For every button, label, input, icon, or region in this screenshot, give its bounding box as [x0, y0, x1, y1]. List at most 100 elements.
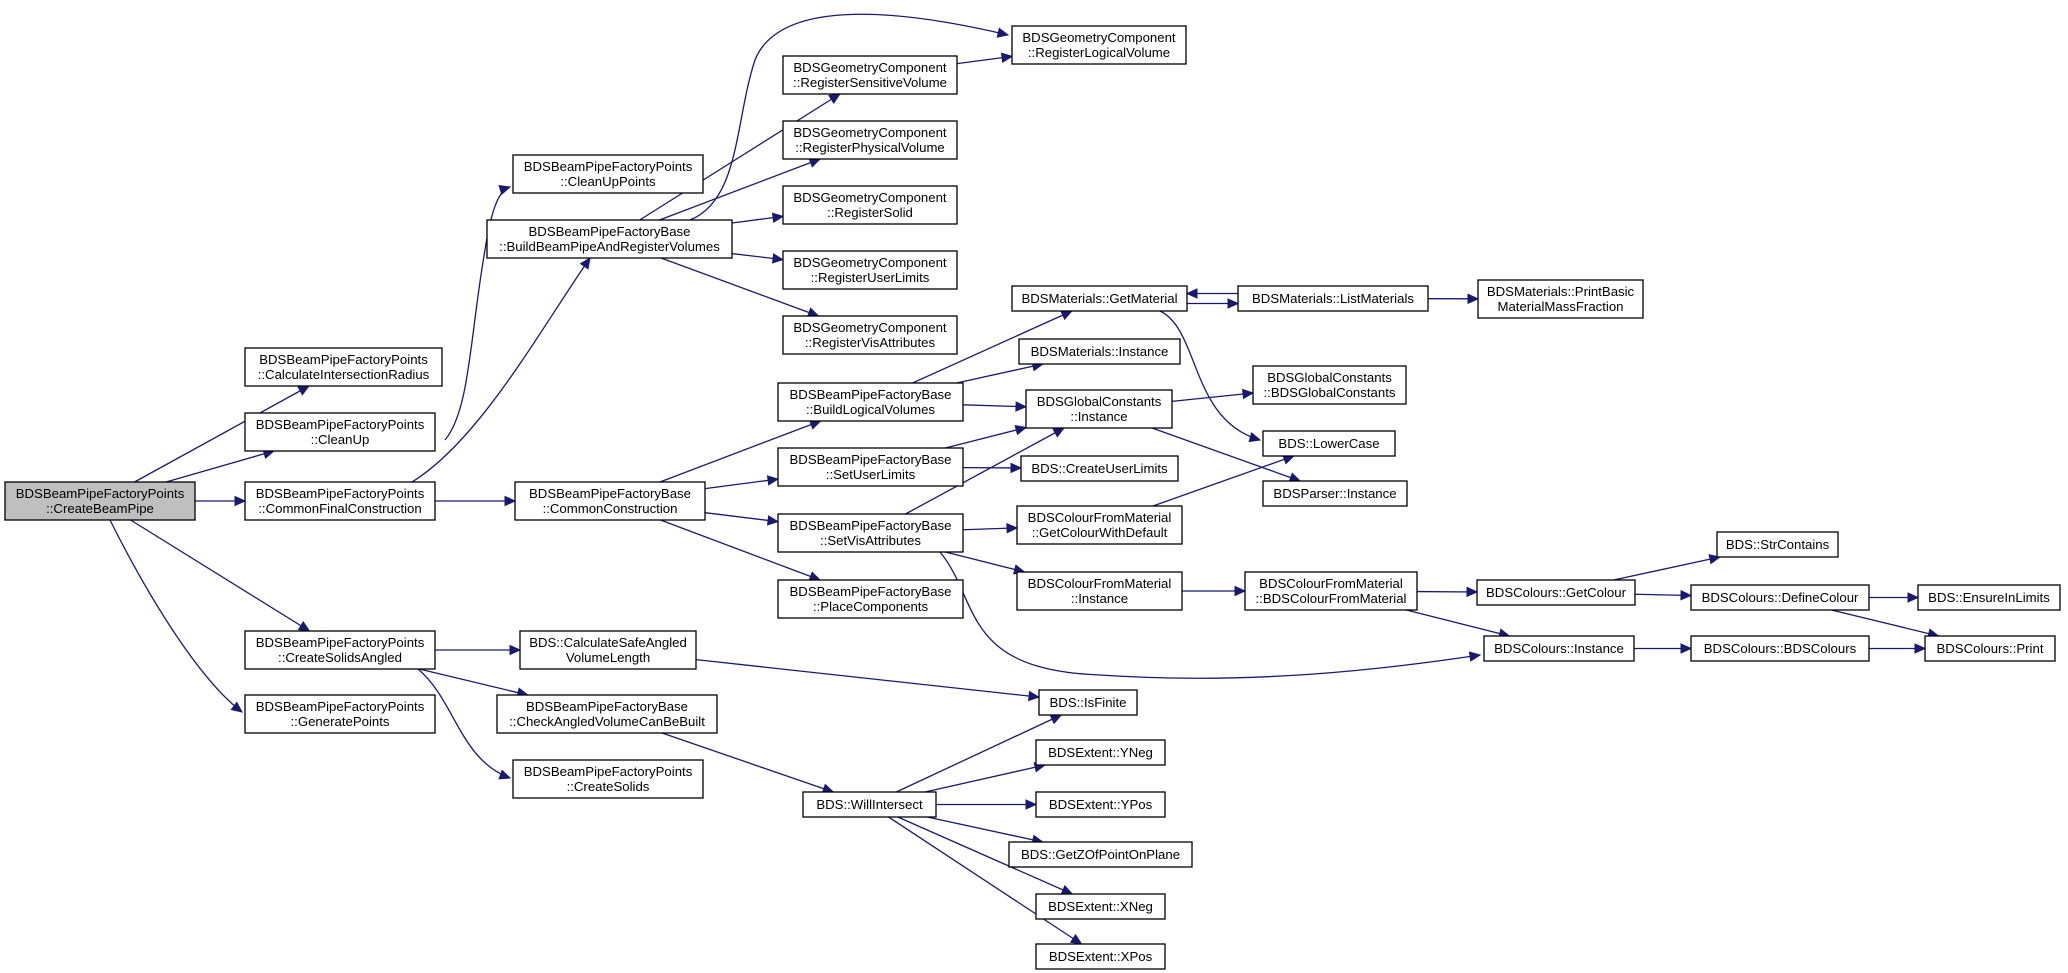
function-node[interactable]: BDSExtent::YNeg: [1035, 739, 1166, 766]
edge-n20-to-n28: [962, 522, 1019, 534]
edge-n22-to-n34: [897, 816, 1074, 895]
function-node[interactable]: BDS::StrContains: [1716, 531, 1839, 558]
edge-line: [956, 363, 1043, 384]
function-node[interactable]: BDSGeometryComponent::RegisterUserLimits: [782, 250, 958, 290]
edge-line: [444, 186, 511, 441]
function-node[interactable]: BDSBeamPipeFactoryPoints::CreateSolidsAn…: [244, 630, 436, 670]
node-box: [244, 694, 436, 734]
function-node[interactable]: BDSBeamPipeFactoryPoints::CleanUpPoints: [512, 154, 704, 194]
node-label: BDS::WillIntersect: [816, 797, 923, 812]
node-box: [1018, 338, 1181, 365]
node-box: [1252, 365, 1407, 405]
function-node[interactable]: BDSBeamPipeFactoryPoints::CleanUp: [244, 412, 436, 452]
node-label: ::BDSGlobalConstants: [1264, 385, 1396, 400]
edge-arrowhead: [1060, 884, 1074, 895]
edge-line: [704, 512, 779, 523]
edge-line: [1406, 609, 1510, 637]
function-node[interactable]: BDSParser::Instance: [1262, 480, 1408, 507]
node-label: ::GeneratePoints: [291, 714, 390, 729]
function-node[interactable]: BDSColourFromMaterial::Instance: [1016, 571, 1183, 611]
node-label: BDS::StrContains: [1726, 537, 1830, 552]
function-node[interactable]: BDSBeamPipeFactoryBase::BuildLogicalVolu…: [777, 382, 964, 422]
node-box: [1690, 635, 1870, 662]
node-label: BDSMaterials::ListMaterials: [1252, 291, 1414, 306]
function-node[interactable]: BDSBeamPipeFactoryBase::CheckAngledVolum…: [496, 694, 718, 734]
node-box: [1917, 584, 2061, 611]
function-node[interactable]: BDSBeamPipeFactoryBase::PlaceComponents: [777, 579, 964, 619]
edge-arrowhead: [1680, 643, 1693, 654]
edge-arrowhead: [234, 495, 247, 507]
edge-line: [945, 551, 1025, 573]
function-node[interactable]: BDSBeamPipeFactoryBase::BuildBeamPipeAnd…: [486, 219, 733, 259]
root-function-node[interactable]: BDSBeamPipeFactoryPoints::CreateBeamPipe: [4, 481, 196, 521]
function-node[interactable]: BDS::CreateUserLimits: [1020, 455, 1179, 482]
function-node[interactable]: BDSColourFromMaterial::GetColourWithDefa…: [1016, 505, 1183, 545]
function-node[interactable]: BDSGlobalConstants::Instance: [1025, 389, 1173, 429]
edge-line: [1613, 556, 1720, 581]
node-box: [4, 481, 196, 521]
function-node[interactable]: BDSColours::Instance: [1483, 635, 1635, 662]
edge-n40-to-n42: [1416, 586, 1479, 598]
function-node[interactable]: BDSBeamPipeFactoryPoints::CreateSolids: [512, 759, 704, 799]
function-node[interactable]: BDSGeometryComponent::RegisterSolid: [782, 185, 958, 225]
function-node[interactable]: BDS::WillIntersect: [802, 791, 937, 818]
node-label: BDSMaterials::Instance: [1031, 344, 1169, 359]
node-label: BDS::CreateUserLimits: [1031, 461, 1168, 476]
node-box: [244, 347, 443, 387]
function-node[interactable]: BDSGeometryComponent::RegisterLogicalVol…: [1011, 25, 1187, 65]
node-label: BDSColourFromMaterial: [1028, 510, 1172, 525]
function-node[interactable]: BDSMaterials::Instance: [1018, 338, 1181, 365]
function-node[interactable]: BDSMaterials::ListMaterials: [1237, 285, 1429, 312]
function-node[interactable]: BDSColours::GetColour: [1476, 579, 1636, 606]
function-node[interactable]: BDSGeometryComponent::RegisterVisAttribu…: [782, 315, 958, 355]
function-node[interactable]: BDSExtent::YPos: [1035, 791, 1166, 818]
node-label: BDSBeamPipeFactoryPoints: [256, 417, 425, 432]
function-node[interactable]: BDSExtent::XNeg: [1035, 893, 1166, 920]
function-node[interactable]: BDSExtent::XPos: [1035, 943, 1166, 970]
function-node[interactable]: BDSBeamPipeFactoryPoints::CalculateInter…: [244, 347, 443, 387]
node-box: [782, 185, 958, 225]
edge-line: [924, 764, 1046, 793]
function-node[interactable]: BDSBeamPipeFactoryBase::SetVisAttributes: [777, 513, 964, 553]
function-node[interactable]: BDS::IsFinite: [1038, 689, 1138, 716]
node-label: BDSBeamPipeFactoryPoints: [524, 764, 693, 779]
function-node[interactable]: BDSMaterials::PrintBasicMaterialMassFrac…: [1477, 279, 1644, 319]
node-label: BDSBeamPipeFactoryBase: [529, 486, 691, 501]
edge-arrowhead: [771, 253, 785, 264]
function-node[interactable]: BDSBeamPipeFactoryPoints::GeneratePoints: [244, 694, 436, 734]
node-label: BDSParser::Instance: [1273, 486, 1396, 501]
function-node[interactable]: BDSBeamPipeFactoryBase::CommonConstructi…: [514, 481, 706, 521]
function-node[interactable]: BDSBeamPipeFactoryBase::SetUserLimits: [777, 447, 964, 487]
edge-n29-to-n40: [1182, 585, 1247, 597]
function-node[interactable]: BDSMaterials::GetMaterial: [1011, 285, 1188, 312]
node-label: ::RegisterPhysicalVolume: [795, 140, 945, 155]
node-label: BDSGeometryComponent: [793, 320, 947, 335]
edge-arrowhead: [498, 184, 512, 196]
function-node[interactable]: BDSColourFromMaterial::BDSColourFromMate…: [1244, 571, 1418, 611]
function-node[interactable]: BDS::EnsureInLimits: [1917, 584, 2061, 611]
edge-n10-to-n22: [661, 732, 835, 794]
function-node[interactable]: BDSGlobalConstants::BDSGlobalConstants: [1252, 365, 1407, 405]
node-label: BDSGlobalConstants: [1267, 370, 1392, 385]
edge-line: [1152, 455, 1295, 507]
function-node[interactable]: BDSBeamPipeFactoryPoints::CommonFinalCon…: [244, 481, 436, 521]
node-label: ::Instance: [1071, 591, 1128, 606]
function-node[interactable]: BDSGeometryComponent::RegisterSensitiveV…: [782, 55, 958, 95]
edge-arrowhead: [1049, 714, 1063, 725]
edge-n7-to-n16: [660, 257, 820, 318]
node-label: BDSBeamPipeFactoryBase: [790, 584, 952, 599]
function-node[interactable]: BDS::GetZOfPointOnPlane: [1008, 841, 1193, 868]
function-node[interactable]: BDS::LowerCase: [1262, 430, 1396, 457]
function-node[interactable]: BDSColours::Print: [1924, 635, 2056, 662]
edge-line: [417, 668, 511, 779]
function-node[interactable]: BDSGeometryComponent::RegisterPhysicalVo…: [782, 120, 958, 160]
node-box: [244, 412, 436, 452]
edge-n4-to-n10: [419, 668, 529, 698]
call-graph-edges: [109, 13, 1940, 945]
function-node[interactable]: BDSColours::DefineColour: [1690, 584, 1870, 611]
edge-line: [661, 732, 834, 793]
node-label: BDSColours::DefineColour: [1702, 590, 1859, 605]
function-node[interactable]: BDSColours::BDSColours: [1690, 635, 1870, 662]
node-box: [1476, 579, 1636, 606]
